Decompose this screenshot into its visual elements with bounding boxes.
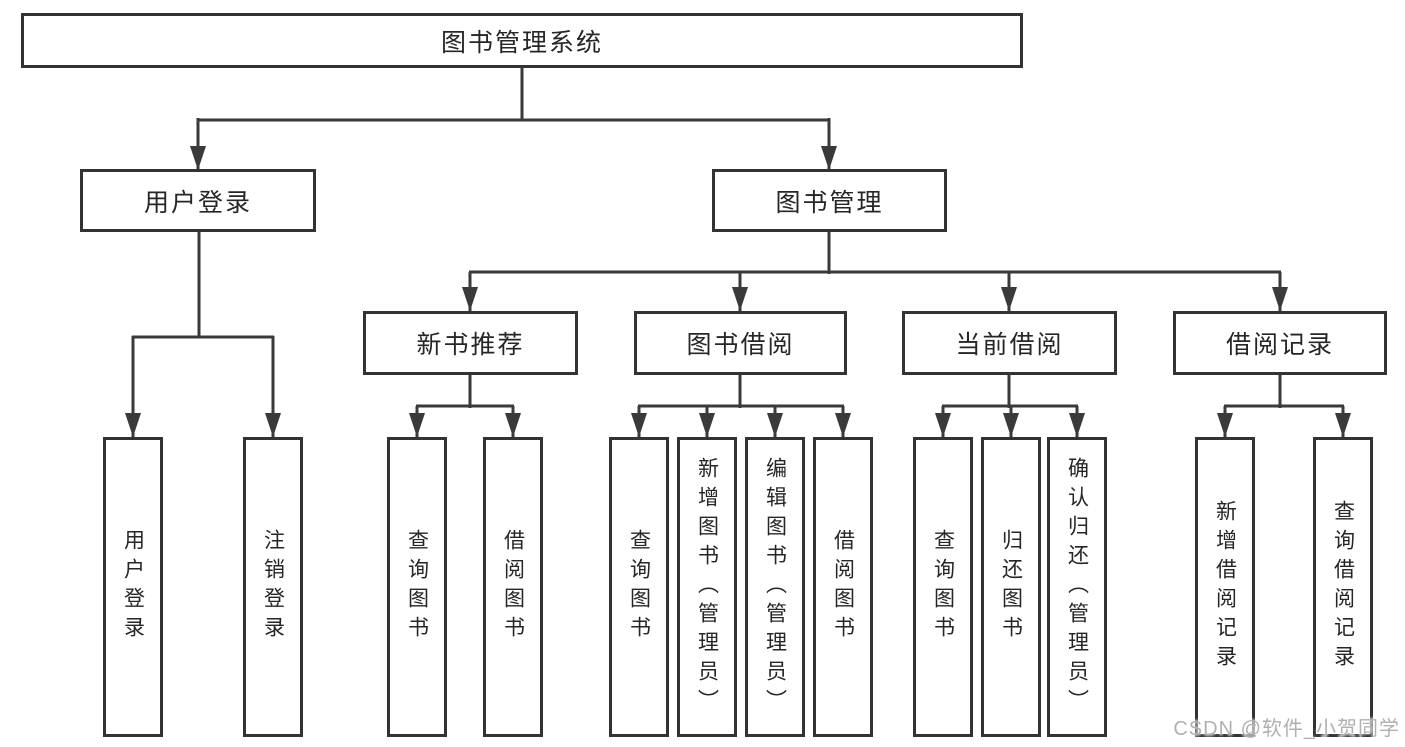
leaf-query-borrow-record: 查询借阅记录 xyxy=(1313,437,1373,737)
node-user-login: 用户登录 xyxy=(80,169,316,232)
node-library-management-system: 图书管理系统 xyxy=(21,13,1023,68)
leaf-borrow-book-2: 借阅图书 xyxy=(813,437,873,737)
node-label: 当前借阅 xyxy=(955,331,1064,359)
node-label: 查询图书 xyxy=(627,529,651,645)
leaf-return-book: 归还图书 xyxy=(981,437,1041,737)
node-label: 借阅图书 xyxy=(501,529,525,645)
leaf-query-book: 查询图书 xyxy=(387,437,447,737)
leaf-query-book-3: 查询图书 xyxy=(913,437,973,737)
node-label: 用户登录 xyxy=(121,529,145,645)
leaf-edit-book-admin: 编辑图书（管理员） xyxy=(745,437,805,737)
node-label: 新增图书（管理员） xyxy=(695,456,719,718)
leaf-borrow-book: 借阅图书 xyxy=(483,437,543,737)
node-label: 图书管理 xyxy=(775,188,884,217)
node-new-book-recommend: 新书推荐 xyxy=(363,311,578,375)
node-label: 归还图书 xyxy=(999,529,1023,645)
node-label: 新增借阅记录 xyxy=(1213,500,1237,674)
node-label: 借阅图书 xyxy=(831,529,855,645)
node-label: 注销登录 xyxy=(261,529,285,645)
node-label: 图书借阅 xyxy=(686,331,795,359)
node-label: 借阅记录 xyxy=(1225,331,1334,359)
node-label: 查询图书 xyxy=(405,529,429,645)
node-borrowing-records: 借阅记录 xyxy=(1173,311,1387,375)
leaf-add-borrow-record: 新增借阅记录 xyxy=(1195,437,1255,737)
node-label: 用户登录 xyxy=(143,188,252,217)
node-book-borrowing: 图书借阅 xyxy=(634,311,847,375)
node-label: 图书管理系统 xyxy=(440,28,603,57)
leaf-query-book-2: 查询图书 xyxy=(609,437,669,737)
node-book-management: 图书管理 xyxy=(712,169,947,232)
node-label: 编辑图书（管理员） xyxy=(763,456,787,718)
leaf-logout: 注销登录 xyxy=(243,437,303,737)
leaf-user-login: 用户登录 xyxy=(103,437,163,737)
node-label: 确认归还（管理员） xyxy=(1065,456,1089,718)
node-label: 查询借阅记录 xyxy=(1331,500,1355,674)
node-current-borrowing: 当前借阅 xyxy=(902,311,1117,375)
leaf-confirm-return-admin: 确认归还（管理员） xyxy=(1047,437,1107,737)
node-label: 新书推荐 xyxy=(416,331,525,359)
watermark: CSDN @软件_小贺同学 xyxy=(1173,718,1400,740)
leaf-add-book-admin: 新增图书（管理员） xyxy=(677,437,737,737)
node-label: 查询图书 xyxy=(931,529,955,645)
